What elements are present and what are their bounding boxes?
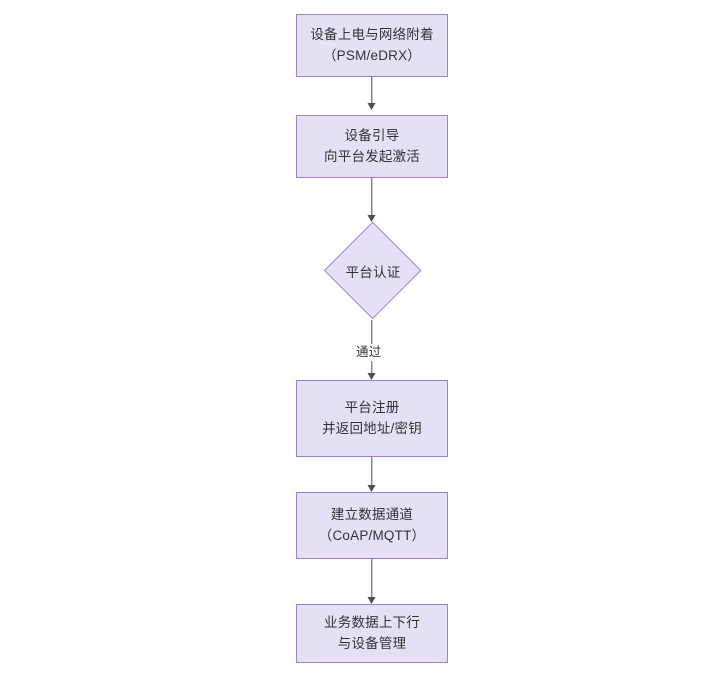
node-line2: （PSM/eDRX） — [322, 47, 422, 63]
node-line1: 平台注册 — [344, 399, 400, 415]
node-line1: 业务数据上下行 — [324, 614, 420, 630]
arrowhead-n2-n3 — [367, 215, 376, 222]
node-platform-registration[interactable]: 平台注册 并返回地址/密钥 — [296, 380, 448, 457]
node-device-bootstrap[interactable]: 设备引导 向平台发起激活 — [296, 115, 448, 178]
arrowhead-n4-n5 — [367, 485, 376, 492]
edge-label-pass: 通过 — [354, 344, 384, 361]
node-line2: 与设备管理 — [337, 635, 407, 651]
connector-n4-n5 — [371, 457, 373, 485]
connector-n5-n6 — [371, 559, 373, 597]
node-line1: 平台认证 — [345, 265, 401, 280]
node-platform-authentication[interactable]: 平台认证 — [324, 222, 423, 321]
node-line2: 并返回地址/密钥 — [322, 420, 422, 436]
node-line1: 设备上电与网络附着 — [310, 26, 434, 42]
node-device-power-on[interactable]: 设备上电与网络附着 （PSM/eDRX） — [296, 14, 448, 77]
node-line1: 设备引导 — [344, 127, 400, 143]
connector-n2-n3 — [371, 178, 373, 215]
node-line2: 向平台发起激活 — [324, 148, 420, 164]
arrowhead-n5-n6 — [367, 597, 376, 604]
arrowhead-n3-n4 — [367, 373, 376, 380]
node-line1: 建立数据通道 — [330, 506, 414, 522]
node-line2: （CoAP/MQTT） — [318, 527, 426, 543]
arrowhead-n1-n2 — [367, 103, 376, 110]
node-business-data-and-device-management[interactable]: 业务数据上下行 与设备管理 — [296, 604, 448, 663]
node-establish-data-channel[interactable]: 建立数据通道 （CoAP/MQTT） — [296, 492, 448, 559]
connector-n1-n2 — [371, 77, 373, 103]
